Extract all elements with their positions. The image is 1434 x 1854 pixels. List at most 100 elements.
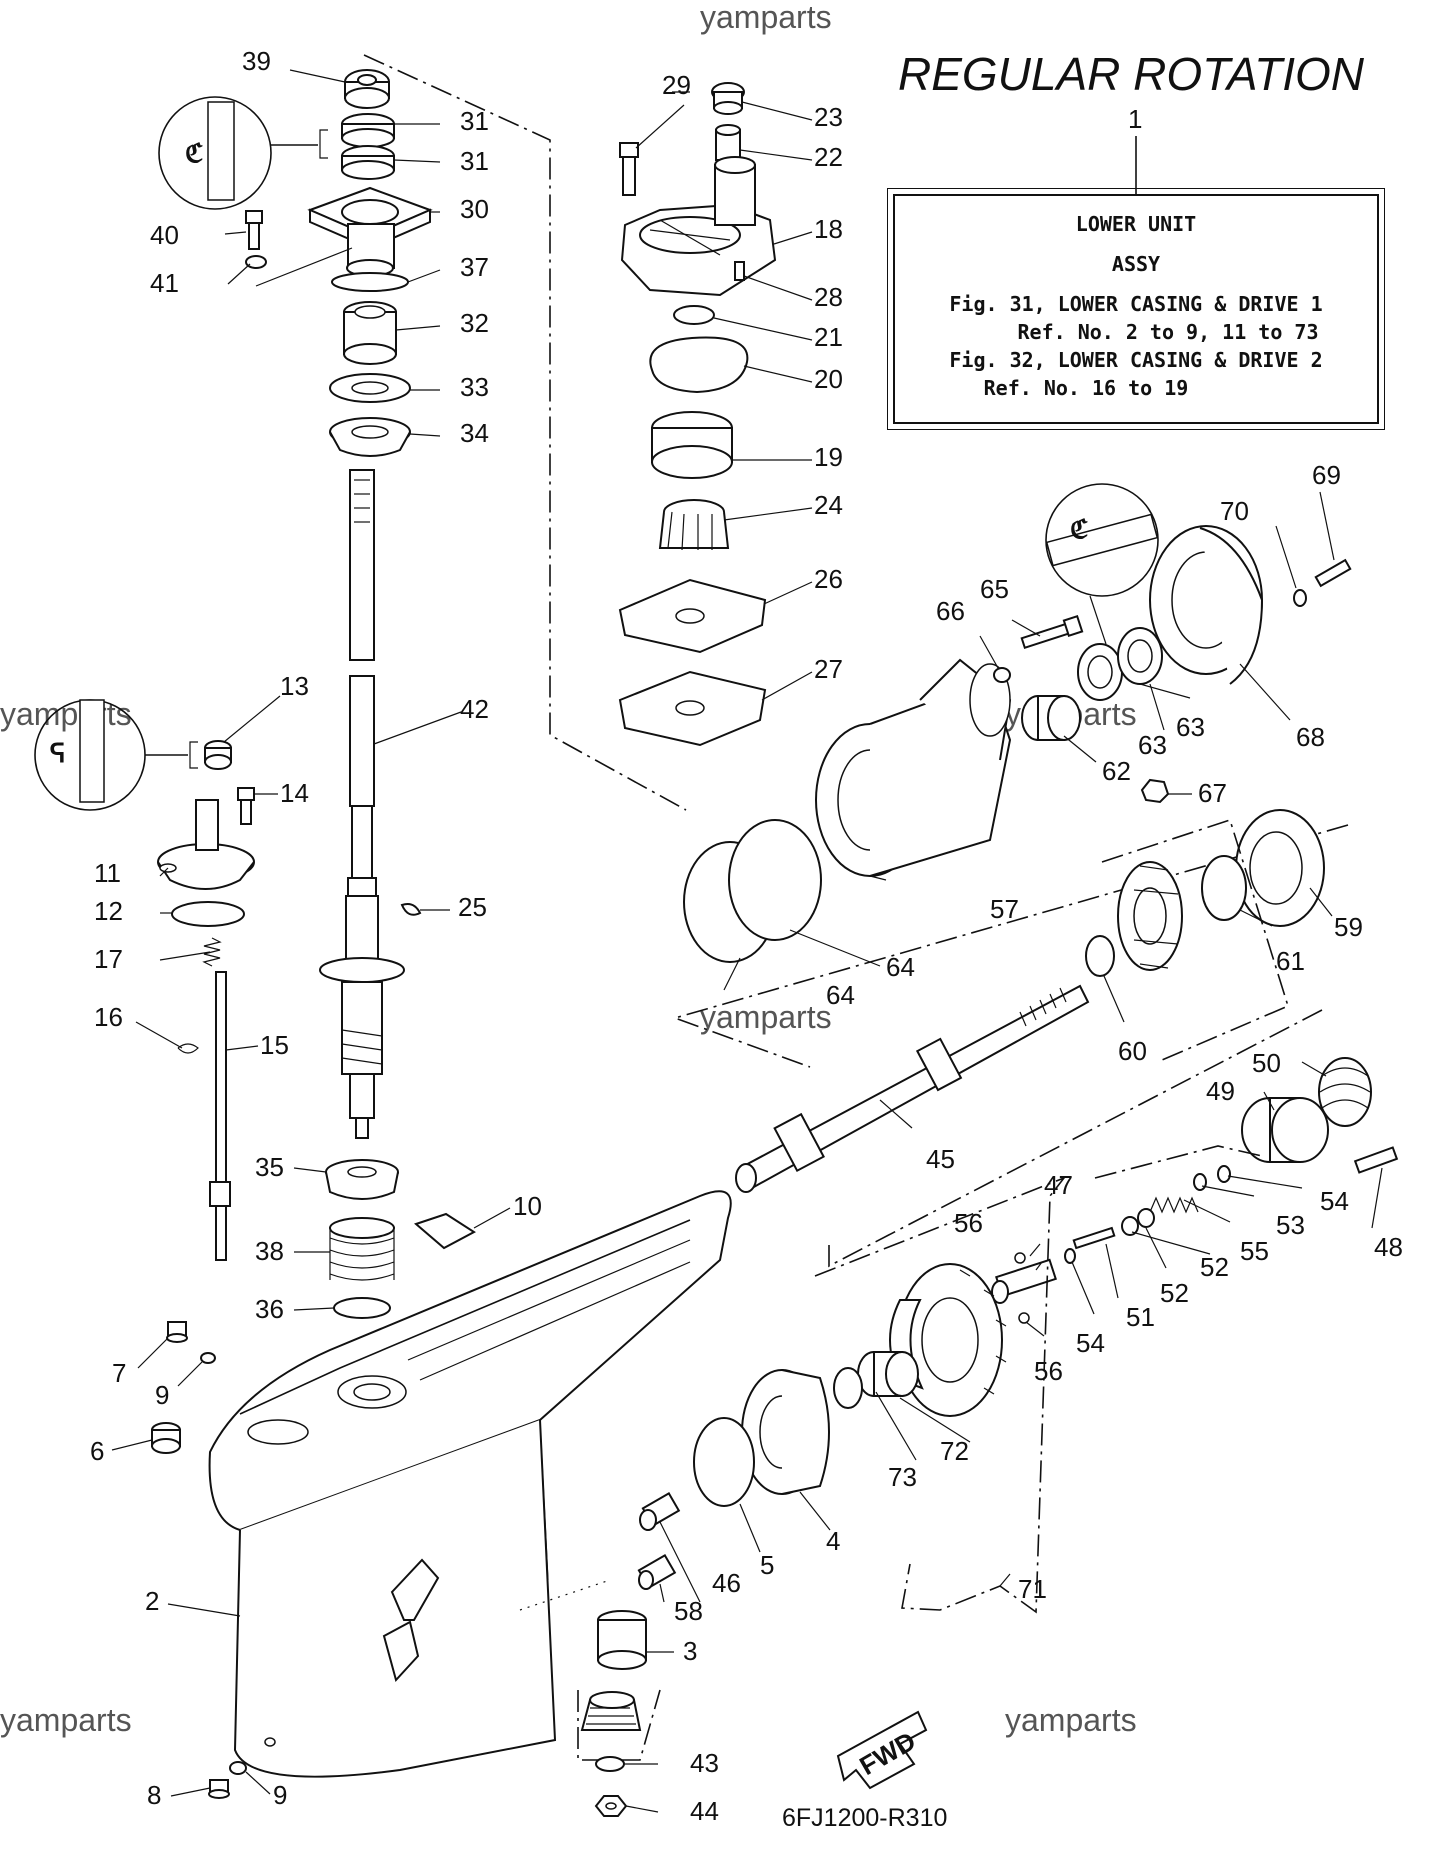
part-52-ball [1137,1208,1155,1228]
part-41-washer [245,255,267,269]
callout-5: 5 [760,1550,774,1580]
part-rear-gear [1117,861,1183,971]
callout-9: 9 [155,1380,169,1410]
callout-28: 28 [814,282,843,312]
watermark: yamparts [1005,1702,1137,1738]
part-58-bushing [637,1553,677,1590]
callout-43: 43 [690,1748,719,1778]
callout-3: 3 [683,1636,697,1666]
part-56-ball [1014,1252,1026,1264]
part-44-nut [594,1795,628,1817]
callout-69: 69 [1312,460,1341,490]
svg-text:ℭ: ℭ [1070,514,1088,544]
part-13-bushing [204,740,232,770]
grease-symbol-shift: ᕋ [34,699,198,811]
callout-8: 8 [147,1780,161,1810]
part-42-drive-shaft [319,469,405,1139]
callout-72: 72 [940,1436,969,1466]
info-line-3: Fig. 31, LOWER CASING & DRIVE 1 [949,292,1323,316]
part-63-oil-seal [1077,627,1163,701]
callout-54: 54 [1320,1186,1349,1216]
part-2-lower-casing [208,1190,732,1778]
part-62-bushing [1021,695,1081,741]
part-12-o-ring [171,901,245,927]
grease-symbol-seal: ℭ [158,96,328,210]
callout-16: 16 [94,1002,123,1032]
callout-40: 40 [150,220,179,250]
callout-34: 34 [460,418,489,448]
part-72-needle-bearing [857,1351,919,1397]
callout-50: 50 [1252,1048,1281,1078]
callout-37: 37 [460,252,489,282]
callout-17: 17 [94,944,123,974]
info-line-4: Ref. No. 2 to 9, 11 to 73 [1017,320,1319,344]
watermark: yamparts [700,0,832,35]
callout-63b: 63 [1138,730,1167,760]
svg-text:ℭ: ℭ [185,138,203,168]
callout-numbers: 2 3 4 5 6 7 8 9 9 10 11 12 13 14 15 16 1… [90,46,1403,1826]
callout-20: 20 [814,364,843,394]
part-4-tapered-bearing [741,1369,830,1495]
info-line-6: Ref. No. 16 to 19 [983,376,1189,400]
callout-11: 11 [94,858,121,888]
part-68-cap [1149,525,1264,685]
part-pinion-gear [580,1691,642,1731]
callout-27: 27 [814,654,843,684]
diagram-code: 6FJ1200-R310 [782,1804,947,1832]
part-66-washer [993,667,1011,683]
callout-54b: 54 [1076,1328,1105,1358]
part-47-slider [991,1258,1057,1304]
svg-text:ᕋ: ᕋ [50,738,66,768]
callout-66: 66 [936,596,965,626]
callout-39: 39 [242,46,271,76]
part-3-bearing [597,1610,647,1670]
callout-70: 70 [1220,496,1249,526]
part-67-bolt [1140,778,1170,804]
part-15-shift-rod [209,971,231,1261]
info-line-2: ASSY [1111,252,1161,276]
part-37-o-ring [331,272,409,292]
callout-53: 53 [1276,1210,1305,1240]
part-54-washer [1217,1165,1231,1183]
part-22-collar [715,124,741,161]
part-55-spring [1149,1196,1199,1214]
callout-68: 68 [1296,722,1325,752]
part-32-bearing [343,301,397,365]
part-8-bolt [208,1779,230,1799]
grease-symbol-cap: ℭ [1045,483,1159,597]
callout-65: 65 [980,574,1009,604]
info-box: LOWER UNIT ASSY Fig. 31, LOWER CASING & … [887,188,1385,430]
part-24-impeller [658,499,730,551]
part-36-shim [333,1297,391,1319]
part-61-shim [1201,855,1247,921]
callout-49: 49 [1206,1076,1235,1106]
callout-73: 73 [888,1462,917,1492]
part-49-dog-clutch [1241,1097,1329,1163]
callout-52: 52 [1160,1278,1189,1308]
part-46-cam [639,1491,681,1531]
callout-31b: 31 [460,146,489,176]
callout-67: 67 [1198,778,1227,808]
callout-38: 38 [255,1236,284,1266]
callout-55: 55 [1240,1236,1269,1266]
part-26-outer-plate [618,578,767,654]
callout-33: 33 [460,372,489,402]
callout-45: 45 [926,1144,955,1174]
callout-56: 56 [954,1208,983,1238]
callout-25: 25 [458,892,487,922]
part-7-nut [166,1321,188,1343]
callout-59: 59 [1334,912,1363,942]
callout-1: 1 [1128,104,1142,134]
callout-19: 19 [814,442,843,472]
part-59-ball-bearing [1235,809,1325,927]
part-70-washer [1293,589,1307,607]
callout-48: 48 [1374,1232,1403,1262]
info-line-5: Fig. 32, LOWER CASING & DRIVE 2 [949,348,1323,372]
callout-63: 63 [1176,712,1205,742]
part-9-washer [200,1352,216,1364]
callout-42: 42 [460,694,489,724]
info-line-1: LOWER UNIT [1075,212,1197,236]
callout-4: 4 [826,1526,840,1556]
part-45-propeller-shaft [735,984,1090,1193]
callout-29: 29 [662,70,691,100]
